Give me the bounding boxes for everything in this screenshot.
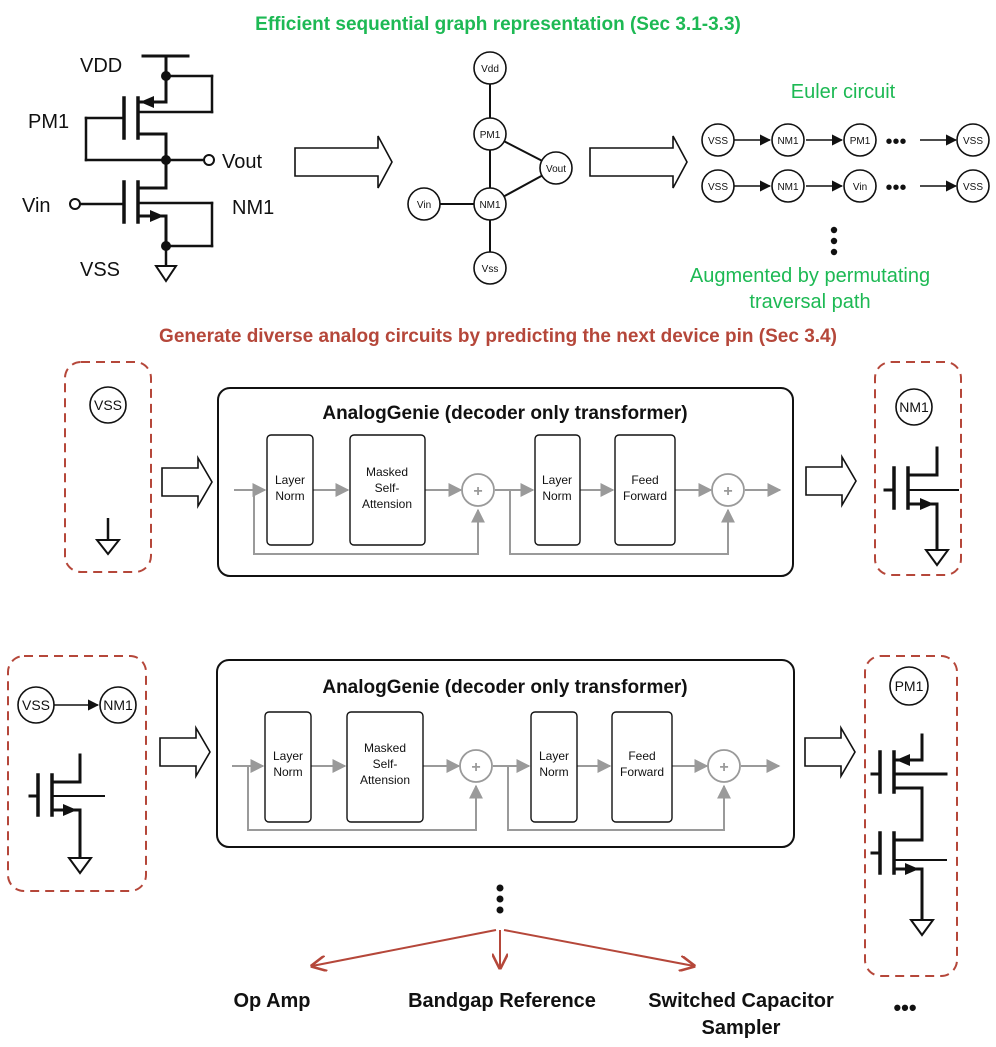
euler-r2-ellipsis: ••• [885, 177, 906, 199]
ground-icon [94, 518, 122, 556]
step1-output-box [874, 361, 962, 576]
t2-ln2-line1: Layer [539, 749, 569, 763]
output-switched-line-2: Sampler [702, 1017, 781, 1039]
inverter-details [69, 71, 215, 283]
euler-r1-n2: NM1 [777, 136, 799, 147]
step1-output-label: NM1 [899, 399, 929, 415]
output-switched-line-1: Switched Capacitor [648, 990, 834, 1012]
t2-ff-line2: Forward [620, 765, 664, 779]
graph-label-vdd: Vdd [481, 64, 499, 75]
euler-r1-ellipsis: ••• [885, 131, 906, 153]
step1-output-node [895, 388, 933, 426]
label-nm1: NM1 [232, 197, 274, 219]
t2-add-1: + [471, 759, 480, 776]
t1-ln2-line2: Norm [542, 489, 571, 503]
hollow-arrow-6 [804, 725, 856, 779]
step1-input-label: VSS [94, 397, 122, 413]
t1-add-1: + [473, 483, 482, 500]
heading-top: Efficient sequential graph representatio… [255, 14, 741, 35]
t1-ff-line1: Feed [631, 473, 658, 487]
graph-node-vin [407, 187, 441, 221]
output-arrows [312, 929, 694, 968]
inverter-schematic [78, 54, 214, 268]
t2-ln1-line2: Norm [273, 765, 302, 779]
transformer-1-flow [234, 483, 782, 555]
euler-row-1 [701, 123, 990, 157]
t2-attn-line2: Self- [373, 757, 398, 771]
vertical-dots [496, 884, 504, 914]
graph-label-vss: Vss [482, 264, 499, 275]
transformer-2-blocks [264, 711, 741, 823]
output-more: ••• [893, 995, 916, 1020]
t1-attn-line2: Self- [375, 481, 400, 495]
transformer-2-flow [232, 759, 781, 831]
graph-label-pm1: PM1 [480, 130, 501, 141]
euler-r1-n3: PM1 [850, 136, 871, 147]
t1-ln1-line1: Layer [275, 473, 305, 487]
step2-output-box [864, 655, 958, 977]
hollow-arrow-3 [161, 455, 213, 509]
t2-attn-line3: Attension [360, 773, 410, 787]
t2-attn-line1: Masked [364, 741, 406, 755]
euler-r2-n2: NM1 [777, 182, 799, 193]
heading-middle: Generate diverse analog circuits by pred… [159, 326, 837, 347]
step2-output-label: PM1 [895, 678, 924, 694]
t2-add-2: + [719, 759, 728, 776]
label-vss: VSS [80, 259, 120, 281]
graph-label-vout: Vout [546, 164, 566, 175]
transformer-title-2: AnalogGenie (decoder only transformer) [322, 677, 687, 698]
t1-attn-line3: Attension [362, 497, 412, 511]
euler-r2-n1: VSS [708, 182, 728, 193]
nmos-icon-2 [28, 753, 105, 875]
hollow-arrow-2 [589, 135, 688, 189]
t1-ln2-line1: Layer [542, 473, 572, 487]
t2-ln1-line1: Layer [273, 749, 303, 763]
output-op-amp: Op Amp [233, 990, 310, 1012]
t1-ln1-line2: Norm [275, 489, 304, 503]
transformer-1-blocks [266, 434, 745, 546]
step2-input-node-2 [99, 686, 137, 724]
output-bandgap: Bandgap Reference [408, 990, 596, 1012]
euler-title: Euler circuit [791, 81, 896, 103]
nmos-icon-1 [883, 446, 959, 567]
hollow-arrow-5 [159, 725, 211, 779]
t2-ln2-line2: Norm [539, 765, 568, 779]
euler-r1-n4: VSS [963, 136, 983, 147]
euler-r1-n1: VSS [708, 136, 728, 147]
graph-node-vout [539, 151, 573, 185]
nmos-icon-3 [870, 831, 947, 937]
step2-output-node [889, 666, 929, 706]
step2-input-box [7, 655, 147, 892]
label-vin: Vin [22, 195, 51, 217]
label-pm1: PM1 [28, 111, 69, 133]
euler-vertical-dots [830, 226, 838, 256]
euler-r2-n3: Vin [853, 182, 867, 193]
graph-node-vss [473, 251, 507, 285]
step1-input-box [64, 361, 152, 573]
graph-edges [424, 68, 557, 268]
step2-input-label-2: NM1 [103, 697, 133, 713]
graph-label-vin: Vin [417, 200, 431, 211]
t2-ff-line1: Feed [628, 749, 655, 763]
graph-node-vdd [473, 51, 507, 85]
graph-node-pm1 [473, 117, 507, 151]
step1-input-node [89, 386, 127, 424]
graph-label-nm1: NM1 [479, 200, 501, 211]
pmos-icon [870, 733, 948, 842]
step2-input-label-1: VSS [22, 697, 50, 713]
euler-r2-n4: VSS [963, 182, 983, 193]
t1-ff-line2: Forward [623, 489, 667, 503]
euler-note-line-1: Augmented by permutating [690, 265, 930, 287]
label-vdd: VDD [80, 55, 122, 77]
euler-note-line-2: traversal path [749, 291, 870, 313]
euler-row-2 [701, 169, 990, 203]
hollow-arrow-4 [805, 454, 857, 508]
label-vout: Vout [222, 151, 262, 173]
hollow-arrow-1 [294, 135, 393, 189]
t1-add-2: + [723, 483, 732, 500]
t1-attn-line1: Masked [366, 465, 408, 479]
graph-node-nm1 [473, 187, 507, 221]
transformer-title-1: AnalogGenie (decoder only transformer) [322, 403, 687, 424]
